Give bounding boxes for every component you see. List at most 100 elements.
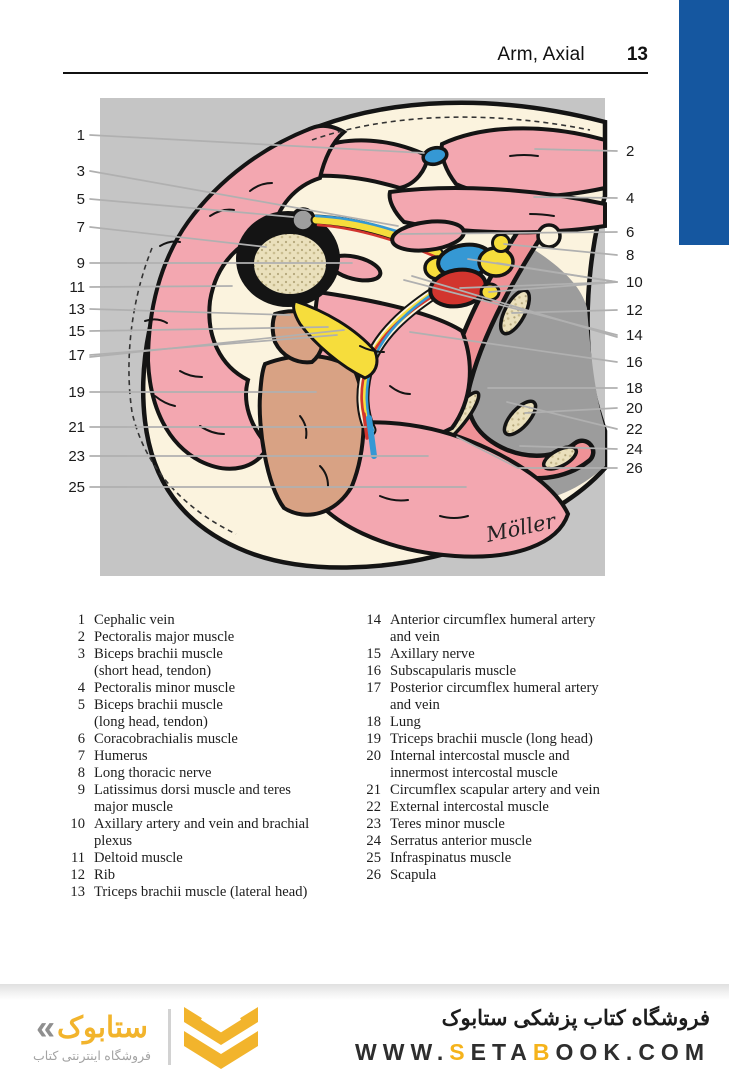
leader-lines — [89, 134, 618, 488]
figure-label-7: 7 — [77, 219, 85, 236]
legend-item-label: Anterior circumflex humeral artery and v… — [390, 612, 596, 645]
legend-item-17: 17 Posterior circumflex humeral artery an… — [355, 680, 663, 714]
legend-item-number: 8 — [77, 765, 85, 781]
legend-item-label: Subscapularis muscle — [390, 663, 517, 679]
legend-item-label: Axillary nerve — [390, 646, 475, 662]
legend-item-number: 22 — [366, 799, 381, 815]
figure-label-2: 2 — [626, 143, 634, 160]
legend-item-26: 26 Scapula — [355, 867, 663, 884]
legend-item-number: 18 — [366, 714, 381, 730]
legend-item-number: 14 — [366, 612, 381, 628]
legend-item-number: 19 — [366, 731, 381, 747]
legend-item-number: 3 — [77, 646, 85, 662]
circumflex-scapular-vessels — [362, 412, 377, 459]
legend-item-label: Rib — [94, 867, 116, 883]
legend-item-label: Axillary artery and vein and brachial pl… — [94, 816, 310, 849]
figure-label-19: 19 — [68, 384, 85, 401]
legend-item-7: 7 Humerus — [63, 748, 355, 765]
legend-item-label: Serratus anterior muscle — [390, 833, 532, 849]
lung-region — [450, 236, 605, 502]
figure-label-20: 20 — [626, 400, 643, 417]
long-thoracic-nerve — [491, 233, 511, 253]
chevron-mark-icon — [183, 1007, 258, 1069]
legend-column-right: 14 Anterior circumflex humeral artery and… — [355, 612, 663, 901]
legend-item-14: 14 Anterior circumflex humeral artery and… — [355, 612, 663, 646]
legend-item-label: Teres minor muscle — [390, 816, 505, 832]
legend-item-number: 9 — [77, 782, 85, 798]
humerus-bone — [236, 207, 340, 307]
legend-item-label: Coracobrachialis muscle — [94, 731, 238, 747]
corner-marker-bar — [679, 0, 729, 245]
legend-item-number: 13 — [70, 884, 85, 900]
figure-label-17: 17 — [68, 347, 85, 364]
legend-item-label: Humerus — [94, 748, 148, 764]
legend-item-label: Latissimus dorsi muscle and teres major … — [94, 782, 291, 815]
figure-label-14: 14 — [626, 327, 643, 344]
legend-item-number: 17 — [366, 680, 381, 696]
figure-label-18: 18 — [626, 380, 643, 397]
page-number: 13 — [626, 44, 648, 65]
legend-item-label: Pectoralis minor muscle — [94, 680, 236, 696]
figure-label-22: 22 — [626, 421, 643, 438]
vessel-cluster — [423, 223, 562, 309]
legend-item-number: 16 — [366, 663, 381, 679]
legend-item-22: 22 External intercostal muscle — [355, 799, 663, 816]
axial-section-illustration: Möller 1 3 5 7 9 11 13 — [68, 98, 643, 576]
fascia-ring — [536, 223, 562, 249]
figure-label-23: 23 — [68, 448, 85, 465]
legend-item-label: Cephalic vein — [94, 612, 175, 628]
legend-item-number: 25 — [366, 850, 381, 866]
logo-divider — [167, 1009, 171, 1065]
logo-text-block: « ستابوک فروشگاه اینترنتی کتاب — [33, 1011, 151, 1063]
logo-tagline: فروشگاه اینترنتی کتاب — [33, 1049, 151, 1063]
footer-store-title: فروشگاه کتاب پزشکی ستابوک — [441, 1007, 710, 1030]
figure-label-10: 10 — [626, 274, 643, 291]
cephalic-vein — [421, 145, 449, 167]
figure-label-5: 5 — [77, 191, 85, 208]
legend-item-23: 23 Teres minor muscle — [355, 816, 663, 833]
legend-item-15: 15 Axillary nerve — [355, 646, 663, 663]
legend-item-9: 9 Latissimus dorsi muscle and teres major… — [63, 782, 355, 816]
legend-item-number: 26 — [366, 867, 381, 883]
figure-label-15: 15 — [68, 323, 85, 340]
legend-item-label: Pectoralis major muscle — [94, 629, 235, 645]
figure-label-25: 25 — [68, 479, 85, 496]
header-rule — [63, 72, 648, 74]
legend-item-number: 23 — [366, 816, 381, 832]
footer-url[interactable]: WWW.SETABOOK.COM — [355, 1039, 710, 1065]
legend-item-label: External intercostal muscle — [390, 799, 549, 815]
logo-wordmark: ستابوک — [56, 1012, 148, 1044]
figure-label-12: 12 — [626, 302, 643, 319]
legend-item-label: Long thoracic nerve — [94, 765, 212, 781]
figure-label-9: 9 — [77, 255, 85, 272]
legend-item-label: Deltoid muscle — [94, 850, 183, 866]
legend-item-label: Posterior circumflex humeral artery and … — [390, 680, 599, 713]
legend-item-label: Scapula — [390, 867, 437, 883]
double-chevron-left-icon: « — [36, 1009, 55, 1047]
setabook-logo: « ستابوک فروشگاه اینترنتی کتاب — [33, 1002, 260, 1072]
legend-item-number: 7 — [77, 748, 85, 764]
legend-item-number: 5 — [77, 697, 85, 713]
figure-label-11: 11 — [69, 279, 85, 296]
legend-item-number: 1 — [77, 612, 85, 628]
legend-item-8: 8 Long thoracic nerve — [63, 765, 355, 782]
legend-item-label: Biceps brachii muscle (short head, tendo… — [94, 646, 223, 679]
footer-divider-shade — [0, 984, 729, 1000]
axillary-nerve-band — [292, 299, 379, 380]
legend-item-number: 15 — [366, 646, 381, 662]
legend-item-3: 3 Biceps brachii muscle (short head, tend… — [63, 646, 355, 680]
legend-item-number: 4 — [77, 680, 85, 696]
figure-label-1: 1 — [77, 127, 85, 144]
skin-texture — [128, 116, 591, 535]
footer-url-block: فروشگاه کتاب پزشکی ستابوک WWW.SETABOOK.C… — [355, 1006, 710, 1066]
